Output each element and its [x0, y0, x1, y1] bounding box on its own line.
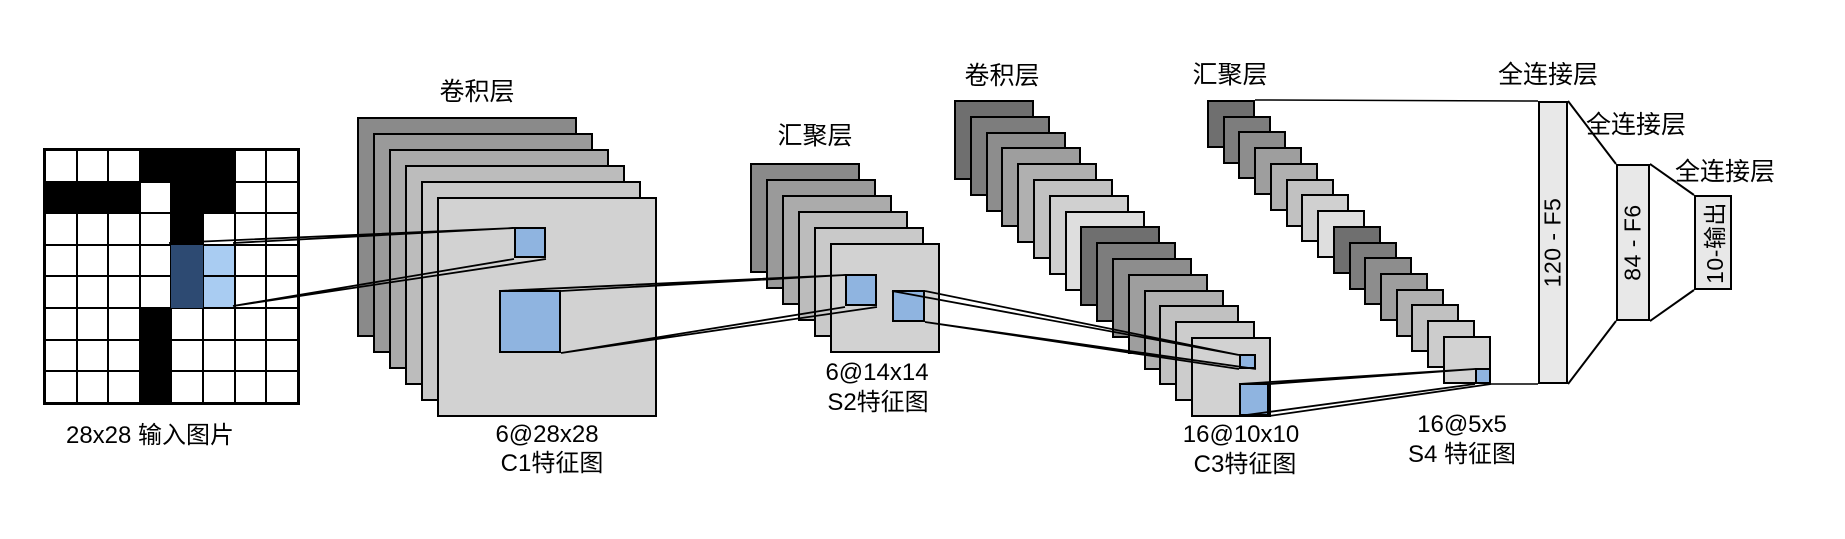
input-grid-cell: [45, 244, 77, 277]
input-grid-cell: [202, 307, 235, 340]
input-grid-cell: [234, 276, 267, 308]
input-grid-cell: [139, 150, 172, 182]
input-grid-cell: [171, 150, 203, 182]
input-grid-cell: [171, 181, 203, 214]
input-grid-cell: [202, 244, 235, 277]
input-grid-cell: [108, 150, 140, 182]
input-grid-cell: [45, 307, 77, 340]
c3-size-label: 16@10x10: [1182, 421, 1300, 448]
input-grid-cell: [76, 150, 109, 182]
input-grid-cell: [45, 181, 77, 214]
input-grid-cell: [171, 276, 203, 308]
conv-layer-1-title: 卷积层: [439, 78, 515, 106]
input-grid-cell: [266, 150, 298, 182]
input-grid-cell: [202, 276, 235, 308]
input-grid-cell: [266, 213, 298, 245]
input-grid-cell: [108, 213, 140, 245]
input-grid-cell: [45, 339, 77, 372]
c3-map-label: C3特征图: [1193, 451, 1297, 478]
input-grid-cell: [76, 244, 109, 277]
input-grid-cell: [139, 244, 172, 277]
input-grid-cell: [76, 213, 109, 245]
receptive-field-patch: [514, 227, 546, 258]
pool-layer-1-title: 汇聚层: [777, 122, 853, 150]
fc-layer-1-title: 全连接层: [1497, 61, 1599, 89]
input-grid-cell: [171, 339, 203, 372]
input-grid-cell: [108, 307, 140, 340]
input-grid-cell: [234, 244, 267, 277]
input-grid-cell: [108, 244, 140, 277]
fc-bar-f5-label: 120 - F5: [1539, 197, 1566, 288]
input-grid-cell: [76, 307, 109, 340]
input-grid-cell: [202, 339, 235, 372]
fc-layer-3-title: 全连接层: [1674, 158, 1776, 186]
receptive-field-patch: [1239, 354, 1256, 369]
input-grid-cell: [171, 244, 203, 277]
fc-bar-f5: 120 - F5: [1538, 101, 1568, 384]
input-grid-cell: [234, 371, 267, 403]
receptive-field-patch: [499, 290, 561, 353]
input-grid-cell: [45, 371, 77, 403]
input-grid-cell: [171, 307, 203, 340]
input-grid-cell: [76, 276, 109, 308]
input-grid-cell: [76, 339, 109, 372]
fc-layer-2-title: 全连接层: [1585, 111, 1687, 139]
input-grid-cell: [234, 181, 267, 214]
input-grid-cell: [202, 371, 235, 403]
input-grid-cell: [171, 371, 203, 403]
fc-bar-f6: 84 - F6: [1616, 164, 1650, 321]
input-grid-cell: [139, 339, 172, 372]
input-grid-cell: [108, 181, 140, 214]
input-grid-cell: [266, 307, 298, 340]
pool-layer-2-title: 汇聚层: [1192, 61, 1268, 89]
receptive-field-patch: [845, 274, 877, 306]
input-grid-cell: [234, 339, 267, 372]
conv-layer-2-title: 卷积层: [964, 62, 1040, 90]
fc-bar-output: 10-输出: [1694, 195, 1732, 290]
input-grid-cell: [266, 371, 298, 403]
input-grid-cell: [266, 339, 298, 372]
input-grid-cell: [202, 181, 235, 214]
input-grid-cell: [171, 213, 203, 245]
input-image-label: 28x28 输入图片: [65, 422, 235, 449]
input-grid-cell: [108, 276, 140, 308]
input-grid-cell: [234, 150, 267, 182]
s4-map-label: S4 特征图: [1407, 441, 1517, 468]
input-grid-cell: [108, 339, 140, 372]
receptive-field-patch: [1239, 383, 1269, 416]
s4-size-label: 16@5x5: [1417, 411, 1507, 438]
input-grid-cell: [139, 276, 172, 308]
input-grid-cell: [45, 150, 77, 182]
receptive-field-patch: [1475, 368, 1491, 384]
s2-size-label: 6@14x14: [825, 359, 929, 386]
input-grid-cell: [139, 307, 172, 340]
input-grid-cell: [108, 371, 140, 403]
input-grid-cell: [45, 213, 77, 245]
input-grid-cell: [266, 244, 298, 277]
input-grid-cell: [234, 307, 267, 340]
receptive-field-patch: [892, 290, 925, 322]
fc-bar-f6-label: 84 - F6: [1619, 204, 1646, 281]
input-grid-cell: [266, 181, 298, 214]
input-grid-cell: [139, 213, 172, 245]
input-image-grid: [43, 148, 300, 405]
c1-size-label: 6@28x28: [495, 421, 599, 448]
fc-bar-output-label: 10-输出: [1702, 201, 1728, 284]
input-grid-cell: [202, 150, 235, 182]
input-grid-cell: [139, 181, 172, 214]
input-grid-cell: [76, 181, 109, 214]
c1-map-label: C1特征图: [500, 450, 604, 477]
input-grid-cell: [266, 276, 298, 308]
input-grid-cell: [139, 371, 172, 403]
input-grid-cell: [202, 213, 235, 245]
s2-map-label: S2特征图: [827, 389, 929, 416]
input-grid-cell: [234, 213, 267, 245]
input-grid-cell: [76, 371, 109, 403]
input-grid-cell: [45, 276, 77, 308]
